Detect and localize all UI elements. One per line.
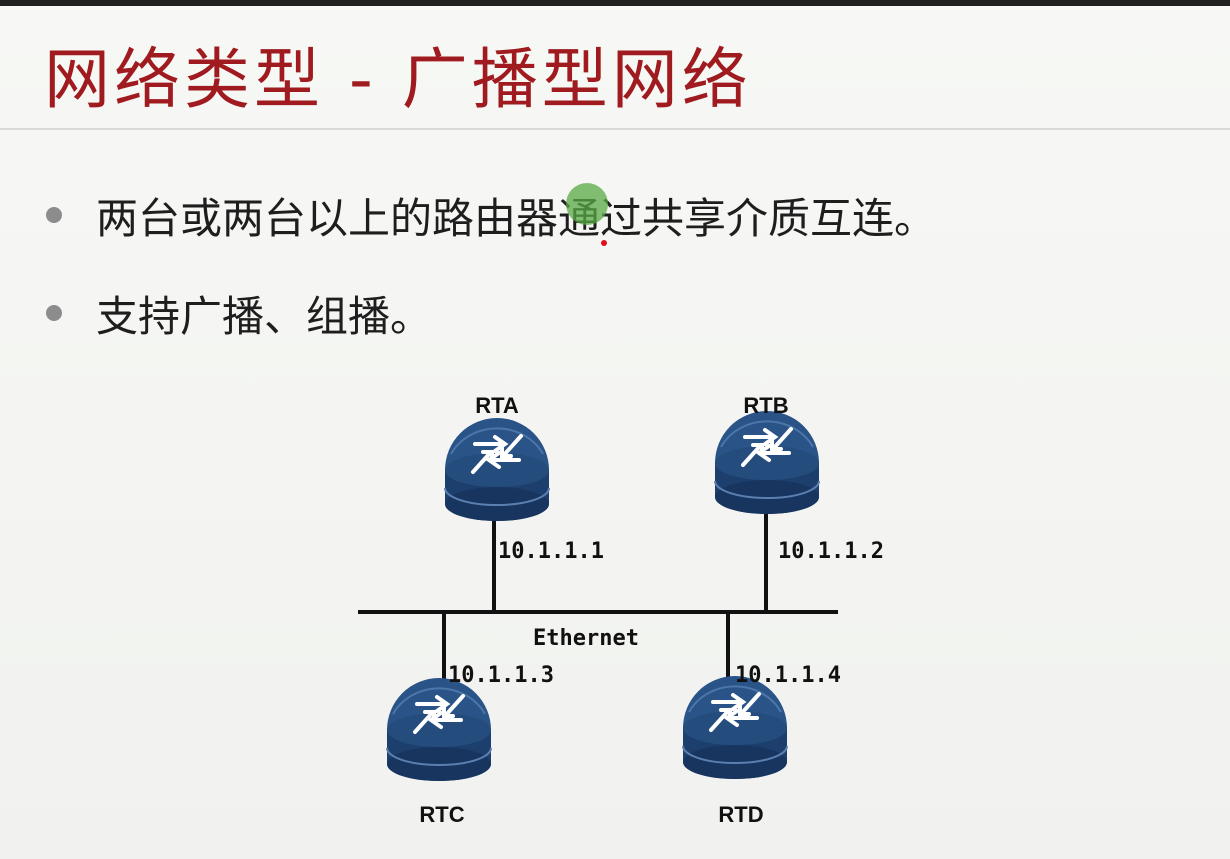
cursor-highlight — [566, 183, 608, 225]
router-name: RTA — [475, 393, 519, 418]
bullet-item: 支持广播、组播。 — [44, 276, 936, 350]
router-name: RTB — [743, 393, 788, 418]
bullet-text: 两台或两台以上的路由器通过共享介质互连。 — [96, 193, 937, 243]
ethernet-label: Ethernet — [533, 626, 639, 651]
top-border — [0, 0, 1230, 6]
slide-title: 网络类型 - 广播型网络 — [44, 41, 752, 118]
bullet-item: 两台或两台以上的路由器通过共享介质互连。 — [44, 178, 936, 252]
ip-label: 10.1.1.1 — [498, 539, 604, 564]
title-divider — [0, 128, 1230, 130]
router-name: RTD — [718, 802, 763, 827]
bullet-dot-icon — [46, 305, 62, 321]
ip-label: 10.1.1.4 — [735, 663, 841, 688]
bullet-list: 两台或两台以上的路由器通过共享介质互连。 支持广播、组播。 — [44, 178, 936, 374]
pointer-dot-icon — [601, 240, 607, 246]
router-icon — [443, 416, 551, 523]
ip-label: 10.1.1.2 — [778, 539, 884, 564]
router-icon — [681, 674, 789, 781]
router-icon — [713, 409, 821, 516]
bullet-text: 支持广播、组播。 — [96, 291, 433, 341]
bullet-dot-icon — [46, 207, 62, 223]
router-name: RTC — [419, 802, 464, 827]
router-icon — [385, 676, 493, 783]
ip-label: 10.1.1.3 — [448, 663, 554, 688]
